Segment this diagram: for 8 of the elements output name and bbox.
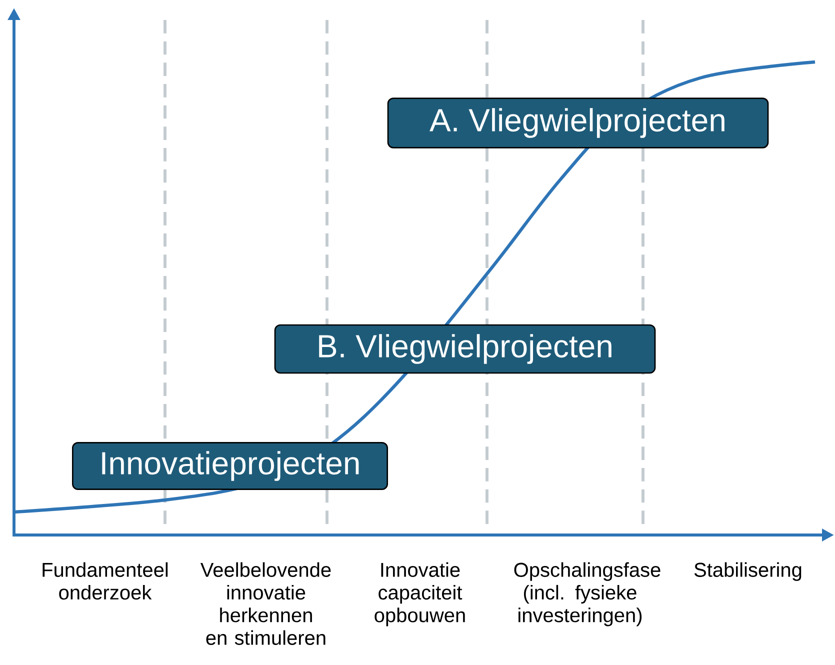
phase-label: Fundamenteel onderzoek <box>42 562 168 600</box>
phase-box: Innovatieprojecten <box>72 442 388 490</box>
phase-label: Veelbelovende innovatie herkennen en stimuleren <box>200 562 331 645</box>
phase-label: Stabilisering <box>694 562 802 581</box>
phase-box: B. Vliegwielprojecten <box>274 324 656 374</box>
phase-label: Opschalingsfase (incl. fysieke investeringen) <box>514 562 660 626</box>
phase-box: A. Vliegwielprojecten <box>387 98 769 148</box>
phase-label: Innovatie capaciteit opbouwen <box>374 562 465 626</box>
